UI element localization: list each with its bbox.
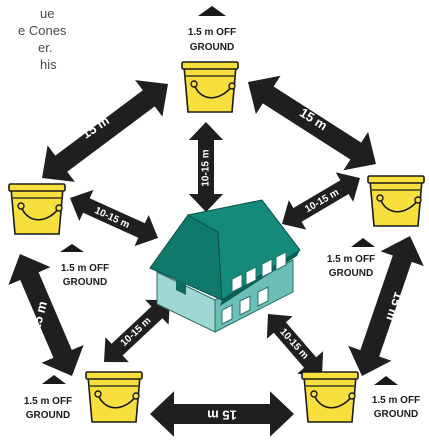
- up-arrow-icon: [60, 244, 84, 252]
- bucket-trap-icon: [85, 371, 143, 423]
- trap-label-line1: 1.5 m OFF: [188, 27, 236, 38]
- inner-arrow-bottom-right: [266, 314, 324, 376]
- outer-distance-label: 15 m: [207, 408, 237, 423]
- intro-line-2: e Cones: [18, 23, 66, 38]
- trap-bottom-left: 1.5 m OFF GROUND: [24, 371, 143, 423]
- inner-distance-label: 10-15 m: [201, 149, 212, 186]
- outer-arrow-bottom: [150, 391, 294, 437]
- up-arrow-icon: [351, 238, 375, 247]
- outer-arrow-top-left: [42, 80, 168, 182]
- bucket-trap-icon: [181, 61, 239, 113]
- trap-label-line1: 1.5 m OFF: [24, 396, 72, 407]
- inner-arrow-right: [282, 172, 360, 230]
- inner-arrow-top: [188, 122, 224, 212]
- outer-arrow-top-right: [248, 75, 376, 171]
- trap-label-line2: GROUND: [26, 410, 70, 421]
- trap-left: 1.5 m OFF GROUND: [8, 183, 109, 288]
- bucket-trap-icon: [301, 371, 359, 423]
- trap-label-line1: 1.5 m OFF: [372, 395, 420, 406]
- inner-arrow-bottom-left: [104, 299, 170, 363]
- trap-label-line2: GROUND: [329, 268, 373, 279]
- bucket-trap-icon: [367, 175, 425, 227]
- intro-paragraph: ue e Cones er. his: [0, 0, 66, 120]
- up-arrow-icon: [374, 376, 398, 385]
- trap-label-line2: GROUND: [63, 277, 107, 288]
- trap-label-line1: 1.5 m OFF: [327, 254, 375, 265]
- trap-label-line1: 1.5 m OFF: [61, 263, 109, 274]
- outer-arrow-left: [8, 254, 84, 376]
- inner-arrow-left: [70, 189, 158, 247]
- up-arrow-icon: [42, 375, 66, 384]
- intro-line-4: his: [40, 57, 57, 72]
- trap-bottom-right: 1.5 m OFF GROUND: [301, 371, 420, 423]
- outer-arrow-right: [348, 236, 424, 376]
- bucket-trap-icon: [8, 183, 66, 235]
- intro-line-1: ue: [40, 6, 55, 21]
- outer-distance-label: 15 m: [28, 299, 50, 332]
- trap-right: 1.5 m OFF GROUND: [327, 175, 425, 279]
- trap-label-line2: GROUND: [374, 409, 418, 420]
- trap-label-line2: GROUND: [190, 42, 234, 53]
- trap-top: 1.5 m OFF GROUND: [181, 6, 239, 113]
- intro-line-3: er.: [38, 40, 53, 55]
- up-arrow-icon: [198, 6, 226, 16]
- window-icon: [176, 279, 186, 295]
- inner-distance-label: 10-15 m: [119, 315, 154, 349]
- house-illustration: [149, 199, 301, 333]
